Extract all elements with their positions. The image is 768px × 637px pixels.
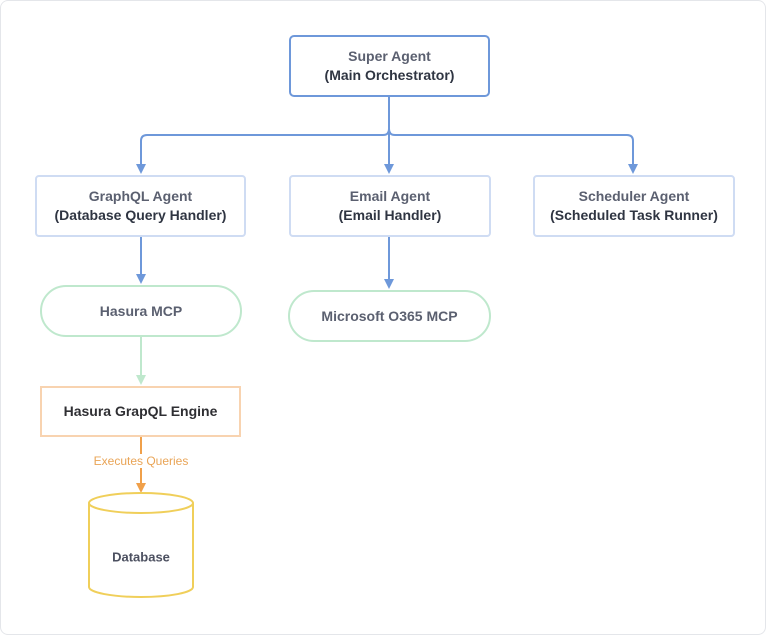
node-graphql-agent-title: GraphQL Agent	[88, 188, 193, 204]
node-database-label: Database	[112, 549, 170, 565]
node-hasura-engine-label: Hasura GrapQL Engine	[63, 403, 218, 419]
node-scheduler-agent-subtitle: (Scheduled Task Runner)	[550, 207, 718, 223]
node-hasura-mcp[interactable]: Hasura MCP	[40, 285, 242, 337]
node-hasura-mcp-label: Hasura MCP	[99, 302, 183, 319]
node-o365-mcp-label: Microsoft O365 MCP	[321, 307, 458, 324]
database-cylinder-icon	[88, 492, 194, 598]
node-super-agent-title: Super Agent	[348, 48, 431, 64]
node-o365-mcp[interactable]: Microsoft O365 MCP	[288, 290, 491, 342]
edge-label-executes-queries: Executes Queries	[91, 454, 191, 468]
node-graphql-agent[interactable]: GraphQL Agent (Database Query Handler)	[35, 175, 246, 237]
node-super-agent-subtitle: (Main Orchestrator)	[324, 67, 455, 83]
node-email-agent[interactable]: Email Agent (Email Handler)	[289, 175, 491, 237]
node-scheduler-agent-title: Scheduler Agent	[578, 188, 690, 204]
edge-super-to-graphql	[136, 97, 390, 174]
node-email-agent-subtitle: (Email Handler)	[338, 207, 442, 223]
edge-super-to-scheduler	[388, 128, 638, 174]
node-scheduler-agent[interactable]: Scheduler Agent (Scheduled Task Runner)	[533, 175, 735, 237]
node-graphql-agent-subtitle: (Database Query Handler)	[54, 207, 227, 223]
node-super-agent[interactable]: Super Agent (Main Orchestrator)	[289, 35, 490, 97]
node-email-agent-title: Email Agent	[349, 188, 431, 204]
node-hasura-engine[interactable]: Hasura GrapQL Engine	[40, 386, 241, 437]
